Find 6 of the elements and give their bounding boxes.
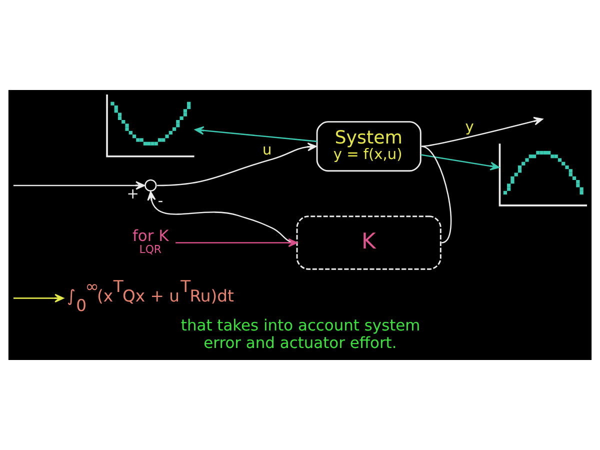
edge-label: y: [465, 120, 474, 136]
node-text: for K LQR: [132, 227, 169, 256]
edge-label: u: [262, 142, 272, 158]
caption: that takes into account system error and actuator effort.: [180, 316, 420, 352]
edge-label: -: [158, 193, 164, 210]
edge-label: +: [126, 186, 139, 202]
